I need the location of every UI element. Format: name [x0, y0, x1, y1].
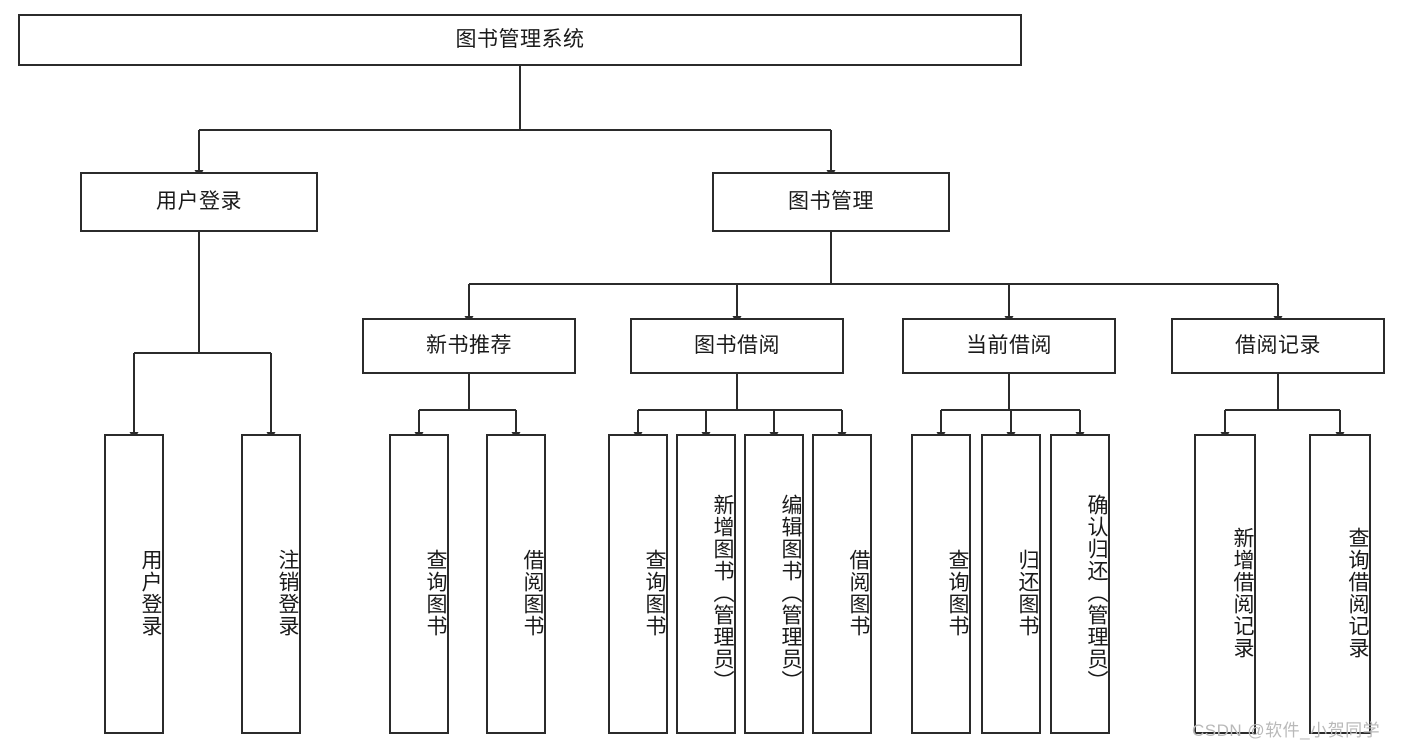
- node-book-borrow[interactable]: 图书借阅: [630, 318, 844, 374]
- node-label: 编辑图书（管理员）: [779, 494, 802, 692]
- node-label: 查询图书: [643, 549, 666, 637]
- node-borrow-query-book[interactable]: 查询图书: [608, 434, 668, 734]
- node-borrow-edit-book[interactable]: 编辑图书（管理员）: [744, 434, 804, 734]
- node-recommend-borrow-book[interactable]: 借阅图书: [486, 434, 546, 734]
- node-borrow-add-book[interactable]: 新增图书（管理员）: [676, 434, 736, 734]
- node-current-query-book[interactable]: 查询图书: [911, 434, 971, 734]
- node-user-login-login[interactable]: 用户登录: [104, 434, 164, 734]
- node-user-login-logout[interactable]: 注销登录: [241, 434, 301, 734]
- node-current-return-book[interactable]: 归还图书: [981, 434, 1041, 734]
- node-label: 注销登录: [276, 549, 299, 637]
- node-new-book-recommend[interactable]: 新书推荐: [362, 318, 576, 374]
- node-label: 确认归还（管理员）: [1085, 494, 1108, 692]
- node-label: 图书借阅: [694, 334, 780, 358]
- node-label: 用户登录: [139, 549, 162, 637]
- node-label: 图书管理: [788, 190, 874, 214]
- node-record-query[interactable]: 查询借阅记录: [1309, 434, 1371, 734]
- node-label: 查询图书: [946, 549, 969, 637]
- csdn-watermark: CSDN @软件_小贺同学: [1192, 721, 1381, 740]
- node-label: 新书推荐: [426, 334, 512, 358]
- node-current-confirm-return[interactable]: 确认归还（管理员）: [1050, 434, 1110, 734]
- node-label: 当前借阅: [966, 334, 1052, 358]
- node-label: 用户登录: [156, 190, 242, 214]
- node-book-manage[interactable]: 图书管理: [712, 172, 950, 232]
- node-label: 新增借阅记录: [1231, 527, 1254, 659]
- node-label: 图书管理系统: [455, 28, 585, 52]
- node-label: 借阅记录: [1235, 334, 1321, 358]
- node-label: 借阅图书: [521, 549, 544, 637]
- node-recommend-query-book[interactable]: 查询图书: [389, 434, 449, 734]
- node-borrow-borrow-book[interactable]: 借阅图书: [812, 434, 872, 734]
- node-record-add[interactable]: 新增借阅记录: [1194, 434, 1256, 734]
- node-user-login[interactable]: 用户登录: [80, 172, 318, 232]
- node-label: 查询图书: [424, 549, 447, 637]
- node-label: 查询借阅记录: [1346, 527, 1369, 659]
- node-root[interactable]: 图书管理系统: [18, 14, 1022, 66]
- node-label: 新增图书（管理员）: [711, 494, 734, 692]
- node-label: 归还图书: [1016, 549, 1039, 637]
- node-label: 借阅图书: [847, 549, 870, 637]
- node-borrow-record[interactable]: 借阅记录: [1171, 318, 1385, 374]
- node-current-borrow[interactable]: 当前借阅: [902, 318, 1116, 374]
